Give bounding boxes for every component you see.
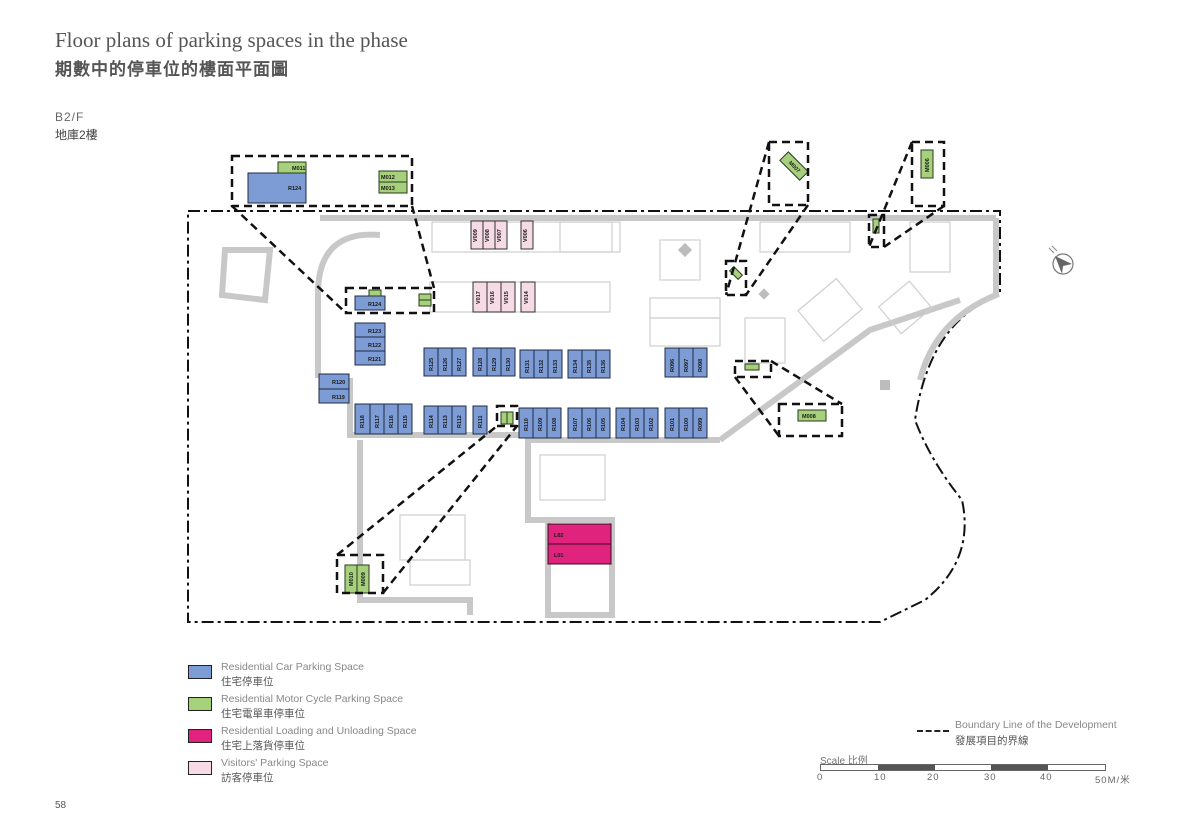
svg-text:M012: M012 <box>381 175 395 181</box>
boundary-line-icon <box>917 730 949 732</box>
boundary-label-zh: 發展項目的界線 <box>955 735 1029 747</box>
svg-text:R124: R124 <box>288 186 302 192</box>
svg-text:R117: R117 <box>375 415 381 428</box>
svg-text:V007: V007 <box>497 229 503 242</box>
svg-text:V008: V008 <box>485 229 491 242</box>
svg-text:R114: R114 <box>429 414 435 428</box>
svg-text:L01: L01 <box>554 553 563 559</box>
scale-tick: 40 <box>1040 772 1053 783</box>
svg-text:R112: R112 <box>457 415 463 428</box>
svg-text:R126: R126 <box>443 358 449 371</box>
boundary-line <box>187 210 1001 623</box>
svg-text:R122: R122 <box>368 343 381 349</box>
svg-text:R130: R130 <box>506 358 512 371</box>
scale-label: Scale 比例 <box>820 756 868 767</box>
legend-swatch <box>188 665 212 679</box>
svg-text:R101: R101 <box>670 418 676 431</box>
svg-text:R133: R133 <box>553 360 559 373</box>
svg-text:M006: M006 <box>925 158 931 172</box>
scale-tick: 10 <box>874 772 887 783</box>
svg-text:R104: R104 <box>621 417 627 431</box>
svg-text:R136: R136 <box>601 360 607 373</box>
svg-text:R103: R103 <box>635 418 641 431</box>
svg-text:R096: R096 <box>670 359 676 372</box>
legend-swatch <box>188 761 212 775</box>
svg-text:R120: R120 <box>332 380 345 386</box>
detail-insets <box>230 140 946 595</box>
svg-text:R125: R125 <box>429 358 435 371</box>
svg-text:R098: R098 <box>698 359 704 372</box>
svg-text:R118: R118 <box>360 415 366 428</box>
svg-text:R106: R106 <box>587 418 593 431</box>
svg-text:R107: R107 <box>573 418 579 431</box>
motorcycle-spaces: M011 M012 M013 M010 M009 M007 M006 M008 <box>277 149 934 594</box>
svg-text:M010: M010 <box>349 572 355 586</box>
svg-text:R119: R119 <box>332 395 345 401</box>
svg-text:R128: R128 <box>478 358 484 371</box>
boundary-label: Boundary Line of the Development <box>955 719 1117 731</box>
loading-spaces: L02 L01 <box>547 523 612 565</box>
page-title: Floor plans of parking spaces in the pha… <box>55 28 408 52</box>
legend-swatch <box>188 729 212 743</box>
svg-text:R097: R097 <box>684 359 690 372</box>
svg-text:R110: R110 <box>524 418 530 431</box>
svg-text:L02: L02 <box>554 533 563 539</box>
scale-bar <box>820 764 1106 771</box>
svg-text:V017: V017 <box>476 291 482 304</box>
svg-text:R135: R135 <box>587 360 593 373</box>
residential-car-spaces: R124 R124 R123 R122 R121 R120 R119 R118 … <box>247 172 708 439</box>
page-title-zh: 期數中的停車位的樓面平面圖 <box>55 60 289 80</box>
svg-text:M008: M008 <box>802 414 816 420</box>
floor-label: B2/F <box>55 110 85 124</box>
north-arrow-icon <box>1048 245 1074 275</box>
svg-text:R121: R121 <box>368 357 381 363</box>
svg-text:R102: R102 <box>649 418 655 431</box>
svg-text:M011: M011 <box>292 166 305 172</box>
legend-swatch <box>188 697 212 711</box>
svg-text:M013: M013 <box>381 186 395 192</box>
svg-text:R111: R111 <box>478 415 484 428</box>
svg-text:R105: R105 <box>601 418 607 431</box>
scale-tick: 30 <box>984 772 997 783</box>
svg-text:V014: V014 <box>524 290 530 304</box>
svg-text:R134: R134 <box>573 359 579 373</box>
svg-text:V009: V009 <box>473 229 479 242</box>
scale-tick: 0 <box>817 772 824 783</box>
svg-text:R123: R123 <box>368 329 381 335</box>
svg-text:R099: R099 <box>698 418 704 431</box>
visitor-spaces: V009 V008 V007 V006 V017 V016 V015 V014 <box>470 220 536 313</box>
svg-text:R131: R131 <box>525 360 531 373</box>
svg-text:R113: R113 <box>443 415 449 428</box>
scale-tick: 20 <box>927 772 940 783</box>
svg-text:R115: R115 <box>403 415 409 428</box>
scale-tick: 50M/米 <box>1095 775 1131 786</box>
svg-text:V006: V006 <box>523 229 529 242</box>
svg-text:R132: R132 <box>539 360 545 373</box>
page-number: 58 <box>55 800 67 811</box>
svg-text:R127: R127 <box>457 358 463 371</box>
svg-text:V016: V016 <box>490 291 496 304</box>
svg-text:R124: R124 <box>368 302 382 308</box>
svg-text:R129: R129 <box>492 358 498 371</box>
floor-label-zh: 地庫2樓 <box>55 128 98 142</box>
svg-text:V015: V015 <box>504 291 510 304</box>
svg-text:R108: R108 <box>552 418 558 431</box>
svg-text:M009: M009 <box>361 572 367 586</box>
svg-text:R100: R100 <box>684 418 690 431</box>
svg-text:R116: R116 <box>389 415 395 428</box>
svg-text:R109: R109 <box>538 418 544 431</box>
